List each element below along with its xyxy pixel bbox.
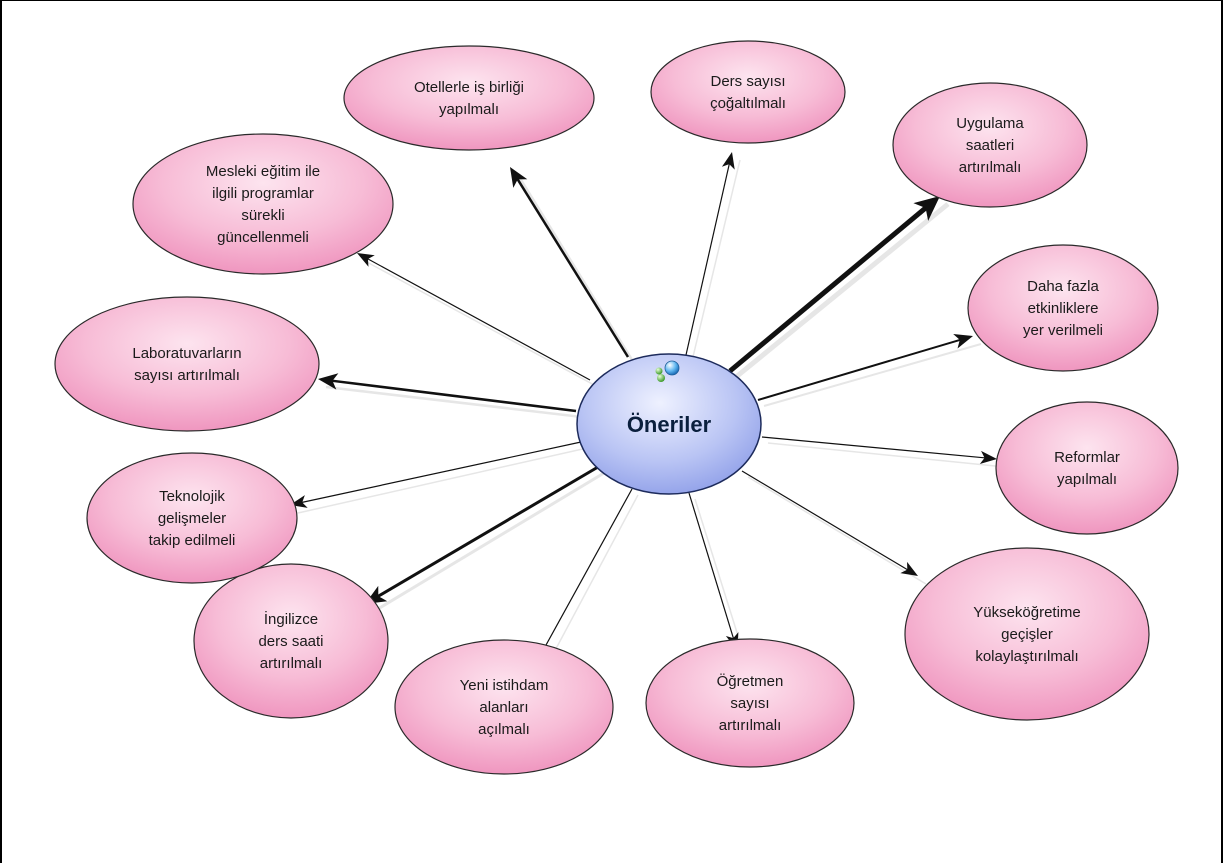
node-ellipse xyxy=(995,401,1179,535)
edge-laboratuvar xyxy=(329,379,577,413)
node-mesleki: Mesleki eğitim ile ilgili programlar sürek… xyxy=(132,133,394,275)
edge-yeni-istihdam xyxy=(539,488,633,657)
node-label-line: Daha fazla xyxy=(1027,278,1099,295)
edge-shadow xyxy=(691,159,741,362)
node-label-line: artırılmalı xyxy=(260,655,323,672)
node-label-line: alanları xyxy=(479,699,528,716)
node-label-line: Otellerle iş birliği xyxy=(414,79,524,96)
node-label-line: takip edilmeli xyxy=(149,532,236,549)
node-ingilizce: İngilizce ders saati artırılmalı xyxy=(193,563,389,719)
node-otellerle: Otellerle iş birliği yapılmalı xyxy=(343,45,595,151)
node-label-line: yapılmalı xyxy=(1057,471,1117,488)
node-label-line: güncellenmeli xyxy=(217,229,309,246)
node-label-line: yapılmalı xyxy=(439,101,499,118)
edge-ders-sayisi xyxy=(685,161,731,356)
node-label-line: gelişmeler xyxy=(158,510,226,527)
node-label-line: geçişler xyxy=(1001,626,1053,643)
node-label-line: Öğretmen xyxy=(717,672,784,690)
edge-ogretmen xyxy=(688,492,735,641)
center-label: Öneriler xyxy=(627,412,712,437)
edge-shadow xyxy=(325,385,583,419)
arrowhead-otellerle xyxy=(510,167,528,188)
node-ellipse xyxy=(650,40,846,144)
node-label-line: ilgili programlar xyxy=(212,185,314,202)
node-ellipse xyxy=(193,563,389,719)
node-ellipse xyxy=(645,638,855,768)
node-ellipse xyxy=(343,45,595,151)
node-teknolojik: Teknolojik gelişmeler takip edilmeli xyxy=(86,452,298,584)
node-label-line: Yeni istihdam xyxy=(460,677,549,694)
node-ellipse xyxy=(54,296,320,432)
edge-yuksekogretim xyxy=(741,470,910,572)
edge-shadow xyxy=(734,202,950,379)
arrowhead-mesleki xyxy=(357,253,375,267)
edge-shadow xyxy=(763,343,982,407)
edge-teknolojik xyxy=(299,441,582,504)
node-label-line: Uygulama xyxy=(956,115,1024,132)
edge-shadow xyxy=(372,471,605,614)
node-ellipse xyxy=(394,639,614,775)
arrowhead-laboratuvar xyxy=(318,373,339,390)
arrowhead-ders-sayisi xyxy=(721,152,735,170)
arrowhead-daha-fazla xyxy=(953,333,973,349)
node-label-line: Teknolojik xyxy=(159,488,225,505)
edge-uygulama xyxy=(728,203,931,373)
node-label-line: sürekli xyxy=(241,207,284,224)
edge-shadow xyxy=(694,498,746,659)
node-label-line: etkinliklere xyxy=(1028,300,1099,317)
node-label-line: ders saati xyxy=(258,633,323,650)
node-ogretmen: Öğretmen sayısı artırılmalı xyxy=(645,638,855,768)
node-yuksekogretim: Yükseköğretime geçişler kolaylaştırılmalı xyxy=(904,547,1150,721)
arrowhead-yuksekogretim xyxy=(900,561,918,576)
edge-reformlar xyxy=(761,436,988,459)
node-label-line: yer verilmeli xyxy=(1023,322,1103,339)
arrowhead-uygulama xyxy=(913,196,940,221)
edge-daha-fazla xyxy=(757,338,963,401)
node-label-line: İngilizce xyxy=(264,610,318,628)
node-ellipse xyxy=(904,547,1150,721)
edge-shadow xyxy=(297,447,588,514)
node-ellipse xyxy=(132,133,394,275)
node-laboratuvar: Laboratuvarların sayısı artırılmalı xyxy=(54,296,320,432)
node-ellipse xyxy=(86,452,298,584)
edge-otellerle xyxy=(515,176,630,358)
edge-shadow xyxy=(747,476,927,585)
node-label-line: sayısı artırılmalı xyxy=(134,367,240,384)
edge-mesleki xyxy=(365,257,591,381)
node-ellipse xyxy=(967,244,1159,372)
node-reformlar: Reformlar yapılmalı xyxy=(995,401,1179,535)
nodes-layer: Otellerle iş birliği yapılmalı Ders sayısı… xyxy=(54,40,1179,775)
node-label-line: saatleri xyxy=(966,137,1014,154)
node-label-line: Mesleki eğitim ile xyxy=(206,163,320,180)
node-label-line: çoğaltılmalı xyxy=(710,95,786,112)
node-daha-fazla: Daha fazla etkinliklere yer verilmeli xyxy=(967,244,1159,372)
concept-map-icon xyxy=(655,360,680,382)
edge-ingilizce xyxy=(374,465,599,600)
node-ellipse xyxy=(892,82,1088,208)
node-ders-sayisi: Ders sayısı çoğaltılmalı xyxy=(650,40,846,144)
node-label-line: Ders sayısı xyxy=(710,73,785,90)
node-label-line: Reformlar xyxy=(1054,449,1120,466)
edge-shadow xyxy=(364,260,597,387)
node-label-line: artırılmalı xyxy=(959,159,1022,176)
node-label-line: sayısı xyxy=(730,695,769,712)
arrowhead-reformlar xyxy=(979,450,997,464)
edge-shadow xyxy=(542,494,639,674)
node-label-line: açılmalı xyxy=(478,721,530,738)
node-label-line: artırılmalı xyxy=(719,717,782,734)
center-node: Öneriler xyxy=(576,353,762,495)
node-yeni-istihdam: Yeni istihdam alanları açılmalı xyxy=(394,639,614,775)
node-uygulama: Uygulama saatleri artırılmalı xyxy=(892,82,1088,208)
edge-shadow xyxy=(516,174,636,364)
node-label-line: Laboratuvarların xyxy=(132,345,241,362)
edges-layer xyxy=(290,152,1006,674)
edge-shadow xyxy=(767,442,1006,468)
node-label-line: Yükseköğretime xyxy=(973,604,1081,621)
node-label-line: kolaylaştırılmalı xyxy=(975,648,1078,665)
